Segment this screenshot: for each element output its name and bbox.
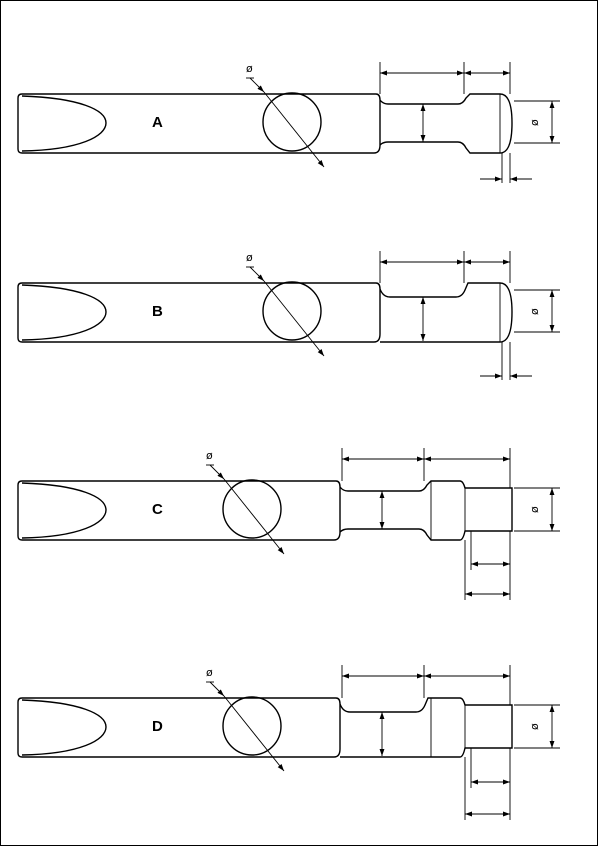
groove-section — [379, 93, 513, 154]
dimension-lines — [379, 62, 560, 183]
shank-body — [17, 93, 381, 154]
shank-body — [17, 282, 381, 343]
end-diameter-symbol: ø — [528, 308, 541, 315]
end-diameter-symbol: ø — [528, 119, 541, 126]
cross-hole-circle — [222, 696, 282, 756]
dimension-lines — [379, 251, 560, 380]
shank-body — [17, 480, 341, 541]
groove-section — [379, 282, 513, 343]
hole-diameter-symbol: ø — [206, 666, 213, 679]
hole-diameter-symbol: ø — [206, 449, 213, 462]
dimension-lines — [341, 665, 560, 820]
view-d: ø D ø — [17, 665, 560, 820]
view-label-c: C — [152, 501, 163, 518]
view-label-a: A — [152, 114, 163, 131]
groove-section — [339, 697, 513, 758]
cross-hole-circle — [262, 281, 322, 341]
view-label-b: B — [152, 303, 163, 320]
hole-diameter-symbol: ø — [246, 251, 253, 264]
end-diameter-symbol: ø — [528, 506, 541, 513]
view-c: ø C ø — [17, 448, 560, 600]
groove-section — [339, 480, 513, 541]
end-diameter-symbol: ø — [528, 723, 541, 730]
dimension-lines — [341, 448, 560, 600]
hole-diameter-symbol: ø — [246, 62, 253, 75]
cross-hole-circle — [222, 479, 282, 539]
cross-hole-circle — [262, 92, 322, 152]
view-label-d: D — [152, 718, 163, 735]
view-a: ø A ø — [17, 62, 560, 183]
view-b: ø B ø — [17, 251, 560, 380]
shank-body — [17, 697, 341, 758]
